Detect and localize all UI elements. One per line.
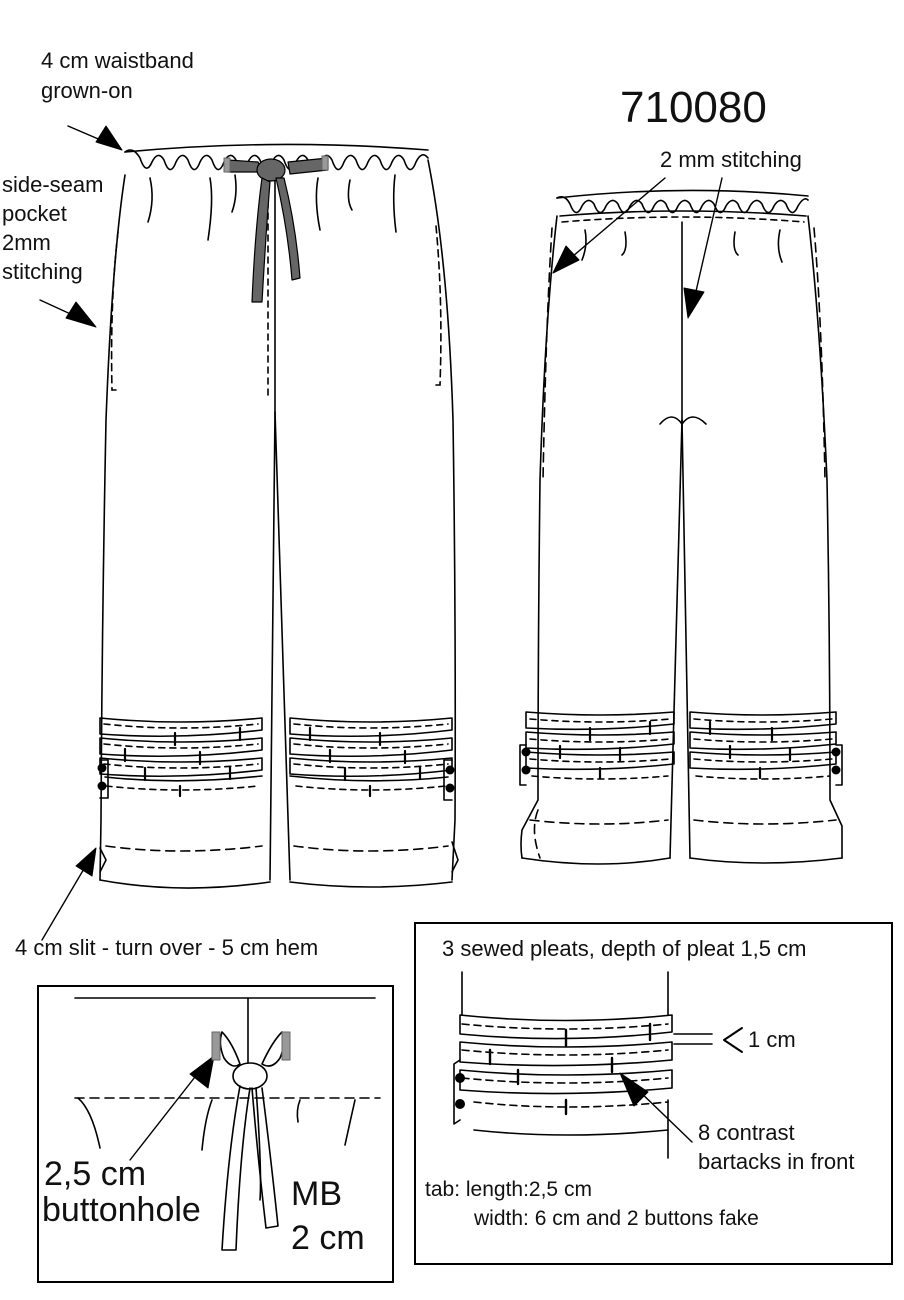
front-left-pocket-stitching [110,231,119,391]
back-waistband-ruffle [556,196,809,214]
buttonhole-eyelets [211,1031,291,1061]
front-tab-buttons [97,763,455,793]
waistband-arrowhead [95,125,123,151]
front-waistband-ruffle [124,149,429,171]
back-right-side-seam [807,215,843,859]
front-trousers-view [97,143,459,889]
bartack-arrowhead [619,1072,649,1107]
buttonhole-detail-drawing [74,997,381,1251]
back-stitching-callout: 2 mm stitching [660,147,802,172]
front-left-leg-pleats [99,717,263,799]
style-number: 710080 [620,83,767,132]
buttonhole-arrow-line [129,1067,203,1161]
tab-spec-line1: tab: length:2,5 cm [425,1178,592,1201]
back-stitching-arrowhead-1 [552,245,580,274]
pleat-width-marker [673,1033,713,1045]
bartacks-label-line1: 8 contrast [698,1120,795,1145]
waistband-callout-line1: 4 cm waistband [41,48,194,73]
front-hems [99,841,459,889]
back-stitching-arrow-line-2 [693,177,723,301]
pocket-callout-line2: pocket [2,201,67,226]
bartacks-label-line2: bartacks in front [698,1149,855,1174]
front-left-inseam [269,411,276,881]
slit-arrow-line [41,861,89,941]
back-left-leg-pleats [519,711,675,786]
mb-label: MB [291,1175,342,1213]
pocket-callout-line1: side-seam [2,172,104,197]
back-stitching-arrow-line-1 [565,177,666,263]
buttonhole-size-label: 2,5 cm [44,1155,147,1193]
buttonhole-arrowhead [189,1055,215,1089]
pleats-detail-buttons [455,1073,465,1109]
waistband-callout-line2: grown-on [41,78,133,103]
front-right-leg-pleats [289,717,453,801]
back-tab-buttons [521,747,841,775]
eyelets [223,155,329,173]
pleats-detail-drawing [453,971,743,1159]
tab-spec-line2: width: 6 cm and 2 buttons fake [474,1207,759,1230]
back-trousers-view [519,189,843,865]
buttonhole-detail-box [37,985,394,1283]
back-right-leg-pleats [689,711,843,786]
drawstring [227,157,329,303]
slit-arrowhead [75,847,97,877]
pleats-detail-box [414,922,893,1265]
pocket-arrowhead [65,301,97,328]
back-left-side-seam [520,215,558,859]
buttonhole-label: buttonhole [42,1191,201,1229]
front-right-pocket-stitching [435,225,442,386]
front-right-inseam [274,411,291,881]
pleat-width-chevron [723,1027,743,1053]
front-right-side-seam [427,159,457,881]
pocket-callout-line4: stitching [2,259,83,284]
arrowheads [65,125,705,1107]
pocket-callout-line3: 2mm [2,230,51,255]
back-hems [521,819,843,865]
pleat-width-label: 1 cm [748,1027,796,1052]
pleats-detail-title: 3 sewed pleats, depth of pleat 1,5 cm [442,936,807,961]
mb-size-label: 2 cm [291,1219,365,1257]
back-stitching-arrowhead-2 [683,287,705,319]
slit-hem-callout: 4 cm slit - turn over - 5 cm hem [15,935,319,960]
